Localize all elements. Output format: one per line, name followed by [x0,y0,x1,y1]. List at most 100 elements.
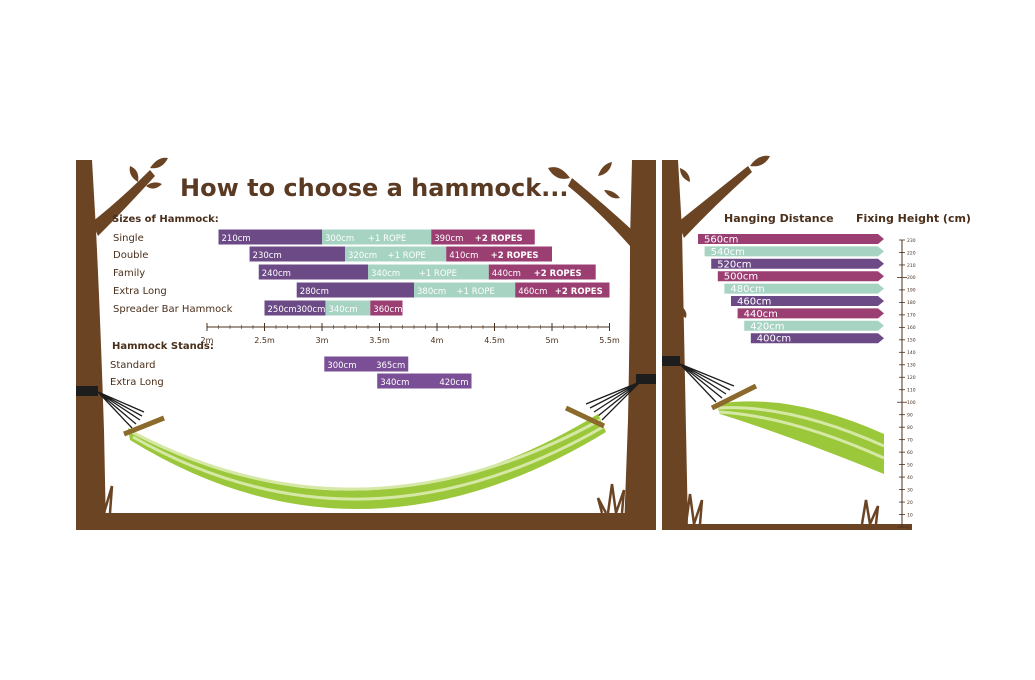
leaf-icon [680,168,690,182]
data-label: 390cm [434,234,463,244]
row-label: Double [113,250,148,261]
data-label: +1 ROPE [419,269,457,279]
fixing-height-axis: 0102030405060708090100110120130140150160… [897,238,916,531]
distance-arrow [724,283,884,294]
right-ground [662,524,912,530]
range-bar [218,229,322,245]
distance-arrow [731,296,884,306]
distance-arrow [711,258,884,269]
data-label: 520cm [717,259,751,270]
distance-arrow [698,234,884,244]
stands-section-title: Hammock Stands: [112,341,214,352]
data-label: +2 ROPES [534,269,582,279]
right-leaf-icon [598,162,612,176]
range-bar [431,229,535,245]
distance-arrow [704,246,884,257]
data-label: 230cm [253,251,282,261]
data-label: 300cm [327,361,356,371]
grass-icon [84,477,114,514]
y-tick-label: 140 [907,350,916,356]
y-tick-label: 110 [907,388,916,394]
left-ground [76,513,656,530]
left-leaf-icon [129,166,139,182]
y-tick-label: 70 [907,437,913,443]
right-tree-branch [568,178,632,246]
y-tick-label: 130 [907,363,916,369]
range-bar [296,282,414,298]
data-label: 440cm [492,269,521,279]
data-label: 280cm [300,287,329,297]
y-tick-label: 50 [907,462,913,468]
right-tree-trunk [624,160,656,530]
data-label: 460cm [737,297,771,308]
range-bar [324,356,409,372]
hanging-distance-chart: 560cm540cm520cm500cm480cm460cm440cm420cm… [698,234,884,345]
hanging-distance-title: Hanging Distance [724,212,834,225]
range-bar [322,229,432,245]
row-label: Extra Long [110,377,164,388]
data-label: +2 ROPES [491,251,539,261]
row-label: Single [113,233,144,244]
right-leaf-icon [604,190,620,199]
x-tick-label: 2m [201,336,214,345]
right-panel: Hanging Distance Fixing Height (cm) 560c… [661,155,971,531]
range-bar [377,373,472,389]
sizes-section-title: Sizes of Hammock: [112,214,219,225]
y-tick-label: 100 [907,400,916,406]
range-bar [370,300,403,316]
distance-arrow [750,333,884,344]
data-label: 560cm [704,235,738,246]
data-label: 480cm [730,284,764,295]
range-bar [258,264,368,280]
row-label: Spreader Bar Hammock [113,304,233,315]
data-label: 380cm [417,287,446,297]
y-tick-label: 190 [907,288,916,294]
range-bar [446,246,552,262]
data-label: 320cm [348,251,377,261]
x-tick-label: 5.5m [599,336,620,345]
x-tick-label: 2.5m [254,336,275,345]
data-label: 500cm [724,272,758,283]
hammock-stripe [717,406,885,448]
y-tick-label: 90 [907,412,913,418]
data-label: 300cm [296,305,325,315]
y-tick-label: 220 [907,250,916,256]
left-tree-branch [92,170,155,236]
grass-icon [596,483,626,514]
y-tick-label: 40 [907,475,913,481]
range-bar [249,246,345,262]
y-tick-label: 160 [907,325,916,331]
x-tick-label: 5m [546,336,559,345]
data-label: 360cm [373,305,402,315]
data-label: +1 ROPE [457,287,495,297]
data-label: 410cm [449,251,478,261]
y-tick-label: 60 [907,450,913,456]
hammock-stripe [131,418,601,491]
left-leaf-icon [150,157,168,169]
data-label: 250cm [268,305,297,315]
data-label: 340cm [371,269,400,279]
y-tick-label: 210 [907,263,916,269]
right-panel-tree-branch [678,166,752,238]
data-label: +2 ROPES [475,234,523,244]
y-tick-label: 120 [907,375,916,381]
data-label: +1 ROPE [368,234,406,244]
hammock-stripe [718,410,885,460]
range-bar [515,282,610,298]
x-tick-label: 4m [431,336,444,345]
left-leaf-icon [146,182,162,189]
right-leaf-icon [548,167,570,179]
x-tick-label: 3.5m [369,336,390,345]
distance-arrow [744,320,884,331]
distance-arrow [737,308,884,319]
y-tick-label: 20 [907,500,913,506]
hammock-strap [76,386,98,396]
x-tick-label: 4.5m [484,336,505,345]
range-bar [488,264,596,280]
y-tick-label: 180 [907,300,916,306]
fixing-height-title: Fixing Height (cm) [856,212,971,225]
data-label: 420cm [750,321,784,332]
y-tick-label: 80 [907,425,913,431]
range-bar [264,300,326,316]
